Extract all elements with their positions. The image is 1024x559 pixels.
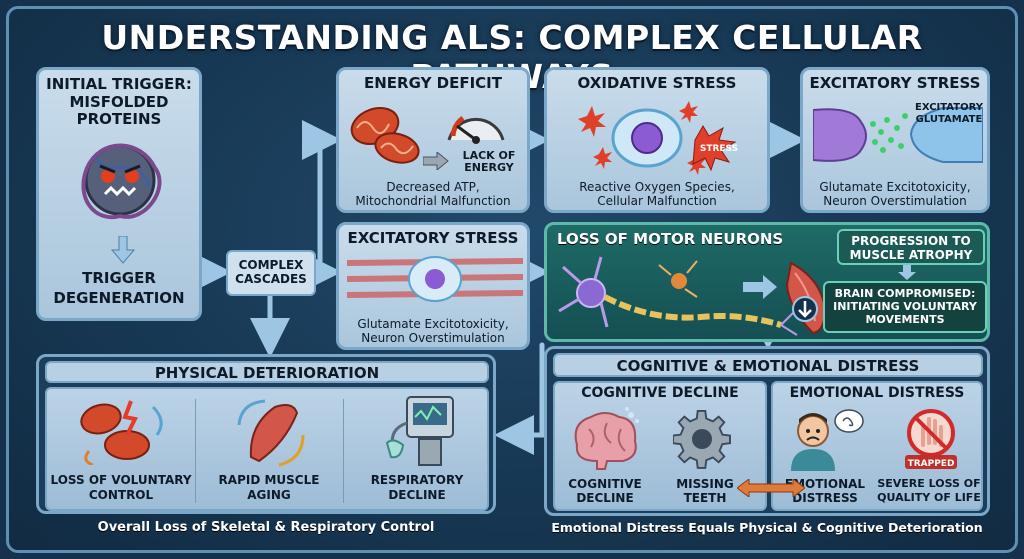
brain-line2: INITIATING VOLUNTARY: [833, 300, 977, 313]
cognitive-item2-line2: TEETH: [683, 491, 727, 505]
trapped-badge: TRAPPED: [907, 459, 955, 469]
initial-trigger-panel: INITIAL TRIGGER: MISFOLDED PROTEINS TRIG…: [36, 67, 202, 321]
oxidative-caption-line1: Reactive Oxygen Species,: [579, 180, 735, 194]
initial-trigger-title-line1: INITIAL TRIGGER:: [46, 75, 192, 93]
brain-compromised-box: BRAIN COMPROMISED: INITIATING VOLUNTARY …: [823, 281, 987, 333]
trigger-caption-line1: TRIGGER: [82, 269, 156, 287]
cognitive-footer: Emotional Distress Equals Physical & Cog…: [551, 520, 983, 535]
down-circle-icon: [792, 296, 818, 322]
brain-line3: MOVEMENTS: [865, 313, 945, 326]
progression-line2: MUSCLE ATROPHY: [849, 248, 973, 262]
complex-cascades-line2: CASCADES: [235, 272, 307, 286]
energy-deficit-title: ENERGY DEFICIT: [363, 74, 502, 92]
gear-icon: [673, 409, 731, 469]
energy-gauge-icon: [447, 115, 505, 144]
cell-with-ros-icon: [578, 101, 737, 175]
physical-title-bar: PHYSICAL DETERIORATION: [45, 361, 489, 383]
excitatory-mid-caption-line1: Glutamate Excitotoxicity,: [357, 317, 509, 331]
emotional-distress-title: EMOTIONAL DISTRESS: [789, 385, 965, 401]
oxidative-stress-title: OXIDATIVE STRESS: [577, 74, 737, 92]
lack-of-energy-line1: LACK OF: [462, 149, 516, 162]
cognitive-item1-line1: COGNITIVE: [568, 477, 642, 491]
brain-icon: [574, 407, 639, 470]
lack-of-energy-line2: ENERGY: [464, 161, 514, 174]
motor-neurons-panel: LOSS OF MOTOR NEURONS PROGRESSION TO MUS…: [544, 222, 990, 342]
cognitive-title-bar: COGNITIVE & EMOTIONAL DISTRESS: [553, 353, 983, 377]
progression-line1: PROGRESSION TO: [851, 234, 971, 248]
physical-item3-line1: RESPIRATORY: [370, 473, 464, 487]
physical-footer: Overall Loss of Skeletal & Respiratory C…: [97, 520, 435, 535]
excitatory-stress-mid-title: EXCITATORY STRESS: [347, 229, 519, 247]
physical-item1-line1: LOSS OF VOLUNTARY: [50, 473, 192, 487]
physical-items: LOSS OF VOLUNTARY CONTROL RAPID MUSCLE A…: [45, 387, 489, 511]
cognitive-emotional-panel: COGNITIVE & EMOTIONAL DISTRESS COGNITIVE…: [544, 346, 990, 516]
energy-caption-line1: Decreased ATP,: [386, 180, 480, 194]
physical-item2-line2: AGING: [247, 488, 291, 502]
down-arrow-icon: [111, 236, 135, 264]
excitatory-stress-mid-panel: EXCITATORY STRESS Glutamate Excitotoxici…: [336, 222, 530, 350]
excitatory-glutamate-line1: EXCITATORY: [915, 102, 983, 113]
excitatory-glutamate-line2: GLUTAMATE: [915, 114, 983, 125]
synapse-icon: [813, 107, 983, 163]
ventilator-icon: [385, 396, 454, 466]
sad-person-icon: [791, 409, 864, 471]
initial-trigger-title-line2: MISFOLDED PROTEINS: [69, 93, 169, 128]
motor-neurons-title: LOSS OF MOTOR NEURONS: [557, 230, 784, 248]
oxidative-stress-panel: OXIDATIVE STRESS STRESS Reactive Oxygen …: [544, 67, 770, 213]
excitatory-top-caption-line1: Glutamate Excitotoxicity,: [819, 180, 971, 194]
complex-cascades-box: COMPLEX CASCADES: [226, 250, 316, 296]
cognitive-decline-box: COGNITIVE DECLINE COGNITIVE DECLINE MISS…: [553, 381, 767, 511]
excitatory-stress-top-panel: EXCITATORY STRESS EXCITATORY GLUTAMATE G…: [800, 67, 990, 213]
progression-box: PROGRESSION TO MUSCLE ATROPHY: [837, 229, 985, 265]
complex-cascades-line1: COMPLEX: [238, 258, 304, 272]
cognitive-item1-line2: DECLINE: [576, 491, 634, 505]
arrow-motor-to-physical: [494, 342, 545, 455]
physical-title: PHYSICAL DETERIORATION: [154, 364, 380, 382]
broken-mitochondria-icon: [80, 400, 163, 465]
physical-item2-line1: RAPID MUSCLE: [218, 473, 320, 487]
physical-deterioration-panel: PHYSICAL DETERIORATION LOSS OF VOLUNTARY…: [36, 354, 496, 514]
double-arrow-icon: [737, 479, 805, 497]
motor-neuron-icon: [558, 256, 798, 336]
cognitive-decline-title: COGNITIVE DECLINE: [581, 385, 739, 401]
progression-down-arrow-icon: [898, 265, 916, 280]
excitatory-top-caption-line2: Neuron Overstimulation: [823, 194, 967, 208]
trigger-caption-line2: DEGENERATION: [53, 289, 185, 307]
stress-badge: STRESS: [699, 144, 739, 154]
emotional-item3-line2: DISTRESS: [792, 491, 858, 505]
misfolded-protein-icon: [81, 143, 162, 220]
muscle-fiber-cell-icon: [347, 256, 523, 302]
muscle-aging-icon: [237, 399, 305, 467]
trapped-hand-icon: [905, 409, 957, 469]
energy-caption-line2: Mitochondrial Malfunction: [355, 194, 511, 208]
energy-deficit-panel: ENERGY DEFICIT LACK OF ENERGY Decreased …: [336, 67, 530, 213]
oxidative-caption-line2: Cellular Malfunction: [597, 194, 717, 208]
motor-right-arrow-icon: [743, 275, 777, 299]
excitatory-stress-top-title: EXCITATORY STRESS: [809, 74, 981, 92]
cognitive-title: COGNITIVE & EMOTIONAL DISTRESS: [616, 357, 920, 375]
cognitive-item2-line1: MISSING: [676, 477, 734, 491]
right-arrow-icon: [423, 152, 449, 170]
mitochondria-icon: [350, 107, 420, 164]
physical-item3-line2: DECLINE: [388, 488, 446, 502]
arrow-cascades-to-energy: [302, 120, 342, 265]
excitatory-mid-caption-line2: Neuron Overstimulation: [361, 331, 505, 345]
brain-line1: BRAIN COMPROMISED:: [834, 287, 976, 300]
emotional-item4-line1: SEVERE LOSS OF: [877, 477, 981, 490]
physical-item1-line2: CONTROL: [88, 488, 154, 502]
emotional-item4-line2: QUALITY OF LIFE: [877, 491, 981, 504]
